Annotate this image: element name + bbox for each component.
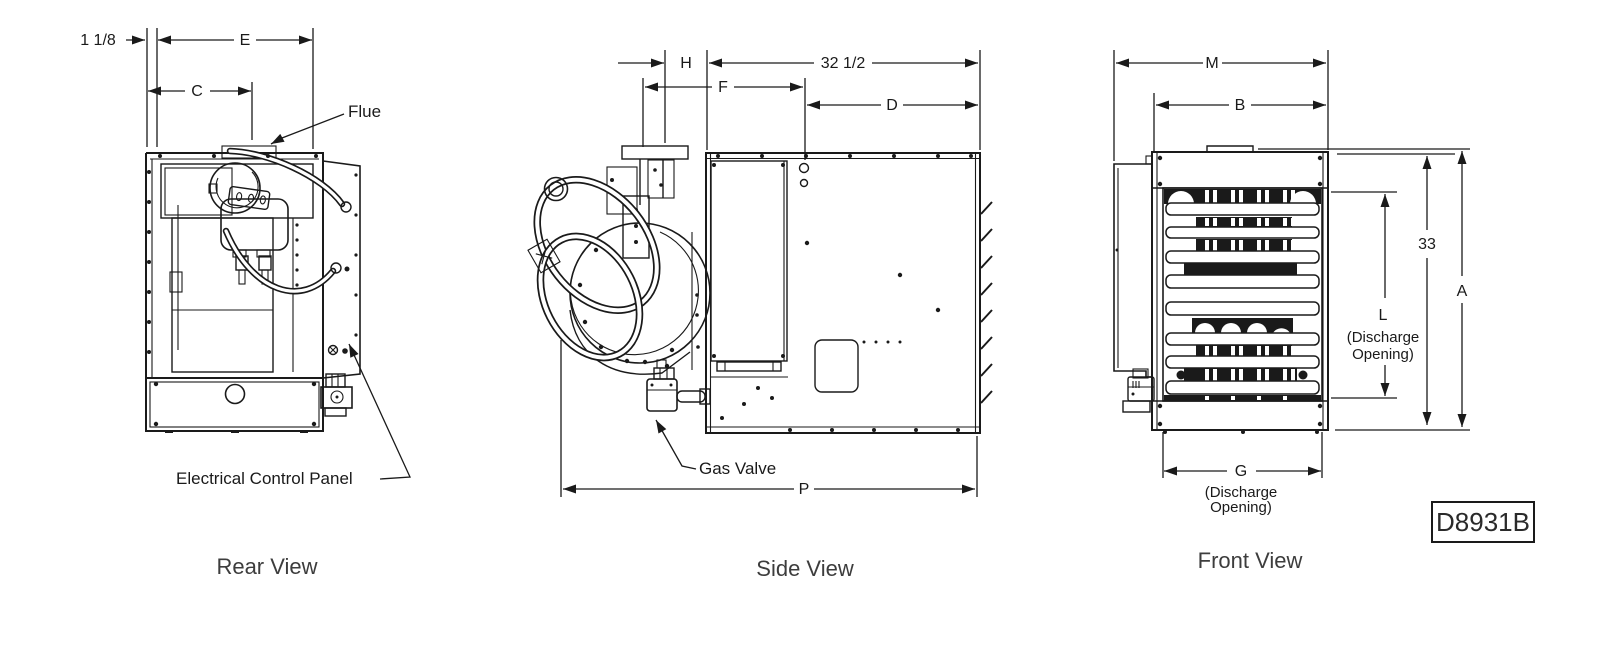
side-cabinet — [705, 152, 981, 434]
dim-p-label: P — [799, 481, 810, 498]
rear-interior-panels — [160, 163, 314, 373]
electrical-control-panel-label: Electrical Control Panel — [176, 469, 353, 488]
rear-view-title: Rear View — [216, 554, 317, 579]
rear-view-dimension-lines — [126, 28, 411, 480]
gas-valve-label: Gas Valve — [699, 459, 776, 478]
front-view-dimension-lines — [1113, 50, 1470, 478]
rear-view: 1 1/8 E C Flue Electrical Control Panel … — [80, 28, 411, 579]
rear-wiring-conduits — [222, 147, 352, 295]
side-view-dimension-lines — [560, 50, 981, 497]
flue-label: Flue — [348, 102, 381, 121]
dim-m-label: M — [1205, 55, 1218, 72]
terminal-block — [227, 185, 271, 211]
side-gas-valve — [646, 359, 711, 412]
side-screws — [695, 154, 973, 432]
front-louver-area — [1162, 187, 1323, 402]
dim-b-label: B — [1235, 97, 1246, 114]
dim-1-1-8-label: 1 1/8 — [80, 32, 116, 49]
dim-e-label: E — [240, 32, 251, 49]
dim-a-label: A — [1457, 283, 1468, 300]
dim-l-note-line1: (Discharge — [1347, 329, 1420, 346]
louver-bars — [1165, 202, 1320, 395]
drawing-number: D8931B — [1436, 507, 1530, 537]
dim-f-label: F — [718, 79, 728, 96]
rear-panel-screws — [147, 154, 358, 433]
igniter-right — [258, 255, 272, 271]
mounting-hole-upper — [798, 162, 810, 174]
motor-body — [220, 198, 289, 251]
front-view: M B 33 A L (Discharge Opening) G (Discha… — [1113, 50, 1470, 573]
front-gas-valve — [1122, 368, 1155, 413]
door-handle — [716, 361, 782, 372]
dim-g-note-line2: Opening) — [1210, 499, 1272, 516]
rear-gas-valve — [320, 373, 353, 417]
dim-h-label: H — [680, 55, 692, 72]
flue-cap — [621, 145, 689, 160]
gas-pipe — [676, 390, 706, 403]
conduit-loops — [527, 176, 661, 362]
dim-33-label: 33 — [1418, 236, 1436, 253]
flue-cap — [221, 145, 277, 159]
access-plate — [814, 339, 859, 393]
dim-c-label: C — [191, 83, 203, 100]
mounting-hole-lower — [799, 178, 809, 188]
dim-32-1-2-label: 32 1/2 — [821, 55, 866, 72]
dim-g-label: G — [1235, 463, 1247, 480]
dim-l-label: L — [1379, 307, 1388, 324]
dim-l-note-line2: Opening) — [1352, 346, 1414, 363]
dim-g-note-line1: (Discharge — [1205, 484, 1278, 501]
tube-slots — [1205, 190, 1295, 400]
side-louver-ticks — [980, 201, 993, 404]
dim-d-label: D — [886, 97, 898, 114]
front-side-panel — [1113, 155, 1153, 378]
side-view: H 32 1/2 F D P Gas Valve Side View — [527, 50, 993, 581]
access-door — [710, 160, 788, 362]
front-view-title: Front View — [1198, 548, 1303, 573]
drawing-number-box: D8931B — [1431, 501, 1535, 543]
side-view-title: Side View — [756, 556, 854, 581]
